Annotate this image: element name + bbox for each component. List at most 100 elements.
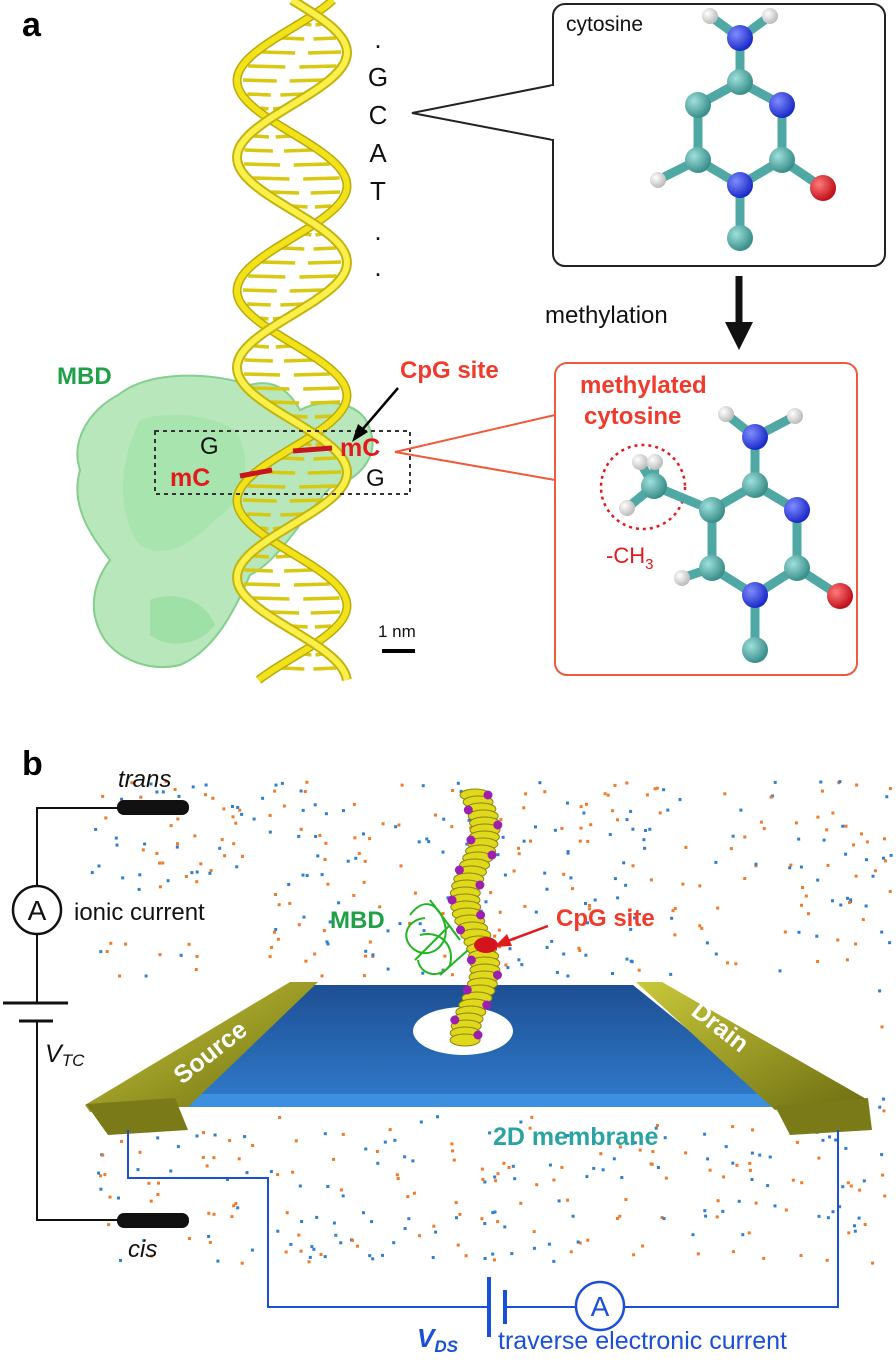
anion-particle [422,929,426,933]
carbon-atom [699,555,725,581]
base-pair-rung [242,78,277,83]
base-pair-rung [313,36,336,41]
base-pair-rung [313,246,336,251]
nitrogen-atom [727,25,753,51]
cpg-site-label-a: CpG site [400,357,499,384]
carbon-atom [641,473,667,499]
cation-particle [363,859,367,863]
cation-particle [641,1244,645,1248]
cation-particle [294,1139,298,1143]
cation-particle [494,1179,498,1183]
cation-particle [378,905,382,909]
cation-particle [105,950,109,953]
carbon-atom [727,225,753,251]
cation-particle [237,1157,241,1161]
cation-particle [493,934,497,938]
phosphate-atom [493,820,503,830]
anion-particle [585,1175,589,1179]
cation-particle [789,863,793,867]
anion-particle [788,866,792,870]
sequence-letter: . [374,252,381,282]
anion-particle [235,865,239,869]
phosphate-atom [483,790,493,800]
anion-particle [841,824,845,828]
cation-particle [326,882,330,886]
base-pair-rung [293,372,330,377]
anion-particle [431,1256,435,1259]
cation-particle [577,946,581,950]
base-pair-rung [253,134,270,139]
base-pair-rung [303,386,340,391]
base-pair-rung [242,288,277,293]
cation-particle [800,1181,804,1185]
cation-particle [297,923,301,927]
cation-particle [502,1161,506,1165]
anion-particle [731,834,735,838]
base-pair-rung [261,260,296,265]
base-pair-rung [275,554,291,559]
cation-particle [589,823,593,827]
anion-particle [161,790,165,794]
cation-particle [801,886,804,889]
base-pair-rung [314,414,332,419]
cation-particle [276,1173,280,1177]
base-pair-rung [303,596,340,601]
anion-particle [508,947,512,951]
anion-particle [643,846,647,850]
cation-particle [632,1253,636,1257]
cation-particle [825,1258,829,1262]
hydrogen-atom [674,570,690,586]
cation-particle [616,818,619,822]
anion-particle [822,838,826,842]
anion-particle [436,1115,439,1119]
cation-particle [883,837,886,841]
cation-particle [274,893,277,896]
cation-particle [625,781,629,785]
anion-particle [268,830,272,834]
cation-particle [653,787,657,791]
anion-particle [511,1164,515,1168]
cation-particle [451,1149,455,1153]
cation-particle [794,821,798,825]
anion-particle [231,805,234,808]
anion-particle [662,788,666,792]
anion-particle [243,1135,247,1139]
cpg-arrow-b [504,924,549,944]
anion-particle [703,1209,707,1213]
anion-particle [778,969,782,973]
cation-particle [800,903,803,907]
base-pair-rung [281,246,305,251]
cation-particle [831,811,835,815]
cytosine-molecule [650,8,836,251]
anion-particle [339,1241,343,1245]
anion-particle [816,878,820,882]
anion-particle [386,967,390,971]
cation-particle [480,1217,484,1221]
anion-particle [838,1205,842,1209]
anion-particle [773,1204,777,1208]
anion-particle [629,809,633,813]
anion-particle [269,1170,273,1173]
base-pair-rung [261,50,296,55]
cation-particle [149,1254,153,1258]
anion-particle [337,901,341,905]
anion-particle [298,1184,302,1188]
cation-particle [147,1181,151,1185]
anion-particle [815,934,819,938]
anion-particle [613,877,617,881]
cation-particle [871,1261,875,1265]
cation-particle [450,1142,454,1146]
anion-particle [654,1126,658,1130]
anion-particle [465,842,469,846]
anion-particle [274,783,278,787]
anion-particle [629,927,633,931]
cation-particle [273,930,276,934]
cation-particle [432,1224,436,1228]
hydrogen-atom [702,8,718,24]
phosphate-atom [456,925,465,935]
cation-particle [101,794,105,798]
cation-particle [498,910,502,914]
base-pair-rung [284,148,313,153]
cation-particle [671,909,675,913]
